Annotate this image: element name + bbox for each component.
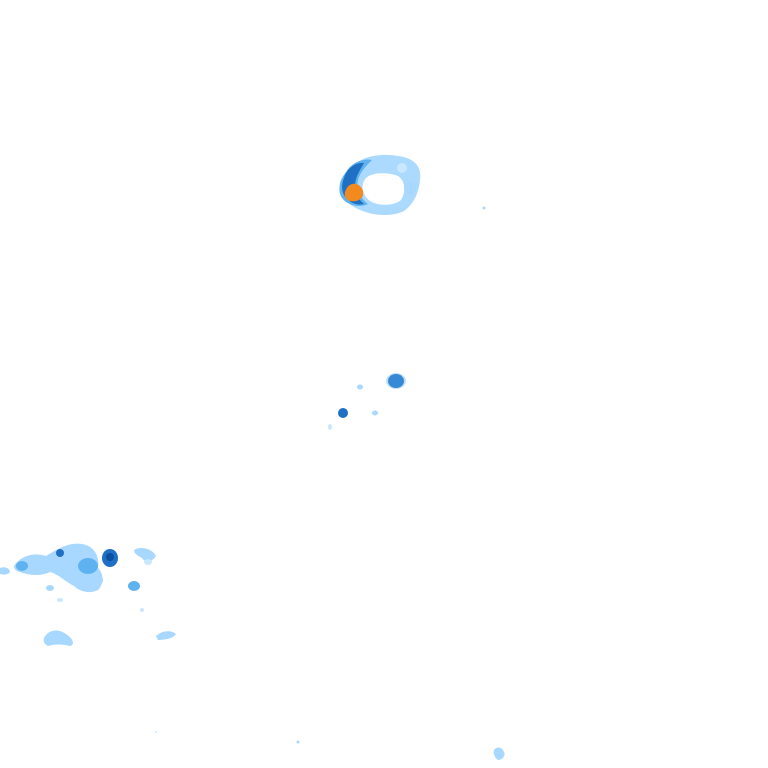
very-heavy-rain-core xyxy=(106,553,114,561)
light-rain-speck xyxy=(296,740,300,744)
storm-cell-central xyxy=(328,373,406,430)
light-rain-blob xyxy=(372,410,378,416)
moderate-rain-blob xyxy=(386,373,406,389)
heavy-rain-blob xyxy=(338,408,348,418)
light-rain-patch xyxy=(156,631,176,640)
light-rain-speck xyxy=(404,182,416,194)
light-rain-blob xyxy=(144,559,152,565)
light-rain-patch xyxy=(0,567,10,575)
light-rain-blob xyxy=(357,384,363,390)
heavy-rain-blob xyxy=(388,374,404,388)
light-rain-blob xyxy=(89,574,103,586)
moderate-rain-blob xyxy=(78,558,98,574)
light-rain-speck xyxy=(397,163,407,173)
light-rain-blob xyxy=(46,585,54,591)
light-rain-speck xyxy=(155,731,157,733)
storm-cell-south xyxy=(155,731,505,760)
light-rain-blob xyxy=(328,424,332,430)
storm-cell-north xyxy=(339,154,486,216)
moderate-rain-blob xyxy=(16,561,28,571)
light-rain-patch xyxy=(134,548,156,562)
light-rain-patch xyxy=(14,543,103,593)
storm-cell-southwest xyxy=(0,543,176,646)
light-rain-speck xyxy=(482,206,486,210)
intense-core xyxy=(344,183,364,202)
light-rain-blob xyxy=(57,598,63,602)
light-rain-blob xyxy=(140,608,144,612)
moderate-rain-blob xyxy=(128,581,140,591)
light-rain-patch xyxy=(493,747,505,760)
heavy-rain-blob xyxy=(56,549,64,557)
light-rain-patch xyxy=(43,630,73,646)
